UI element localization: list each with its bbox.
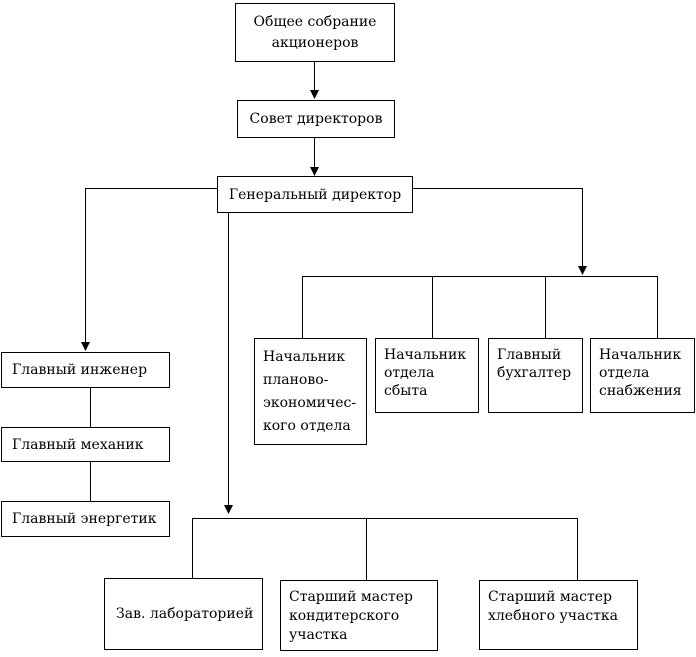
arrow-ceo-to-chief-engineer-head <box>81 342 90 351</box>
node-lab-manager: Зав. лабораторией <box>104 578 263 650</box>
node-general-meeting: Общее собрание акционеров <box>235 3 395 62</box>
node-lab-manager-label: Зав. лабораторией <box>116 606 254 622</box>
node-supply-label-line2: отдела <box>599 365 650 381</box>
node-chief-accountant-label-line2: бухгалтер <box>497 365 572 381</box>
node-chief-accountant-label-line1: Главный <box>497 347 562 363</box>
node-confectionery-label-line1: Старший мастер <box>289 589 413 605</box>
node-senior-master-confectionery: Старший мастер кондитерского участка <box>280 580 438 651</box>
node-chief-power-engineer: Главный энергетик <box>1 501 170 537</box>
node-sales-label-line1: Начальник <box>384 347 467 363</box>
node-chief-engineer: Главный инженер <box>1 352 170 388</box>
node-sales-label-line2: отдела <box>384 365 435 381</box>
node-planning-label-line2: планово- <box>263 372 329 388</box>
node-supply-department-head: Начальник отдела снабжения <box>590 338 695 413</box>
node-planning-label-line1: Начальник <box>263 349 346 365</box>
node-senior-master-bread: Старший мастер хлебного участка <box>479 580 638 650</box>
node-bread-label-line2: хлебного участка <box>488 608 618 624</box>
node-bread-label-line1: Старший мастер <box>488 589 612 605</box>
arrow-shareholders-to-board-head <box>310 90 319 99</box>
node-chief-mechanic-label: Главный механик <box>12 436 144 453</box>
node-sales-label-line3: сбыта <box>384 383 428 399</box>
production-connector <box>192 518 578 580</box>
node-sales-department-head: Начальник отдела сбыта <box>375 338 479 413</box>
arrow-ceo-to-production-head <box>224 505 233 514</box>
node-general-meeting-label-line1: Общее собрание <box>253 13 377 30</box>
node-board-of-directors-label: Совет директоров <box>249 111 383 127</box>
arrow-ceo-to-chief-engineer-line <box>85 188 217 343</box>
node-board-of-directors: Совет директоров <box>237 100 395 138</box>
node-supply-label-line1: Начальник <box>599 347 682 363</box>
node-general-director: Генеральный директор <box>217 176 413 213</box>
node-general-director-label: Генеральный директор <box>228 186 402 203</box>
node-chief-power-engineer-label: Главный энергетик <box>12 511 157 527</box>
arrow-ceo-to-departments-line <box>413 188 583 267</box>
node-planning-label-line4: кого отдела <box>263 418 351 434</box>
node-chief-mechanic: Главный механик <box>1 427 170 462</box>
arrow-ceo-to-departments-head <box>578 266 587 275</box>
node-planning-department-head: Начальник планово- экономичес- кого отде… <box>254 338 367 445</box>
node-confectionery-label-line2: кондитерского <box>289 608 400 624</box>
arrow-board-to-ceo-head <box>310 167 319 176</box>
node-chief-engineer-label: Главный инженер <box>12 362 148 378</box>
node-planning-label-line3: экономичес- <box>263 395 357 411</box>
node-confectionery-label-line3: участка <box>289 627 348 643</box>
departments-connector <box>302 276 658 338</box>
node-general-meeting-label-line2: акционеров <box>271 34 359 51</box>
node-chief-accountant: Главный бухгалтер <box>488 338 583 413</box>
node-supply-label-line3: снабжения <box>599 383 682 399</box>
